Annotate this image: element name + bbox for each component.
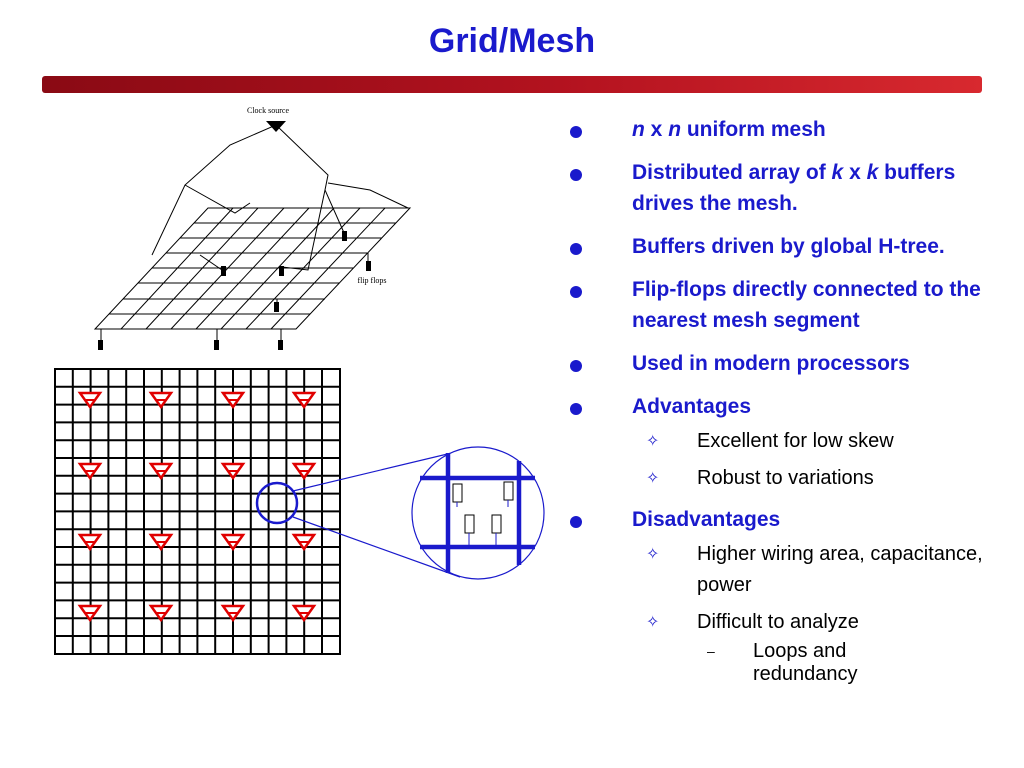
zoom-target-circle [255,481,299,525]
slide-title: Grid/Mesh [428,22,596,60]
bullet-list: n x n uniform mesh Distributed array of … [570,114,1010,686]
bullet-disadvantages: Disadvantages [570,504,1010,535]
bullet-modern-processors: Used in modern processors [570,348,1010,379]
dash-icon: – [707,643,715,659]
perspective-mesh [93,124,412,341]
flat-grid [54,368,341,655]
disadvantage-subitem: – Loops and redundancy [707,640,858,685]
sparkle-icon: ✧ [646,546,660,563]
disadvantage-item: ✧ Difficult to analyze [570,607,1010,638]
clock-source-label: Clock source [247,106,289,115]
clock-source-icon [266,121,286,132]
bullet-dot-icon [570,403,582,415]
bullet-dot-icon [570,516,582,528]
bullet-dot-icon [570,126,582,138]
bullet-distributed-array: Distributed array of k x k buffers drive… [570,157,1010,219]
bullet-uniform-mesh: n x n uniform mesh [570,114,1010,145]
bullet-flipflops: Flip-flops directly connected to the nea… [570,274,1010,336]
mesh-figure: Clock source flip flops [54,106,545,655]
flip-flop-icons [98,231,371,350]
flip-flops-label: flip flops [357,276,386,285]
sparkle-icon: ✧ [646,614,660,631]
bullet-dot-icon [570,243,582,255]
bullet-dot-icon [570,286,582,298]
disadvantage-item: ✧ Higher wiring area, capacitance, power [570,539,997,601]
bullet-dot-icon [570,169,582,181]
bullet-htree: Buffers driven by global H-tree. [570,231,1010,262]
title-divider [42,76,982,93]
sparkle-icon: ✧ [646,433,660,450]
advantage-item: ✧ Excellent for low skew [570,426,1010,457]
bullet-dot-icon [570,360,582,372]
sparkle-icon: ✧ [646,470,660,487]
zoomed-mesh-detail [411,446,545,580]
bullet-advantages: Advantages [570,391,1010,422]
advantage-item: ✧ Robust to variations [570,463,1010,494]
